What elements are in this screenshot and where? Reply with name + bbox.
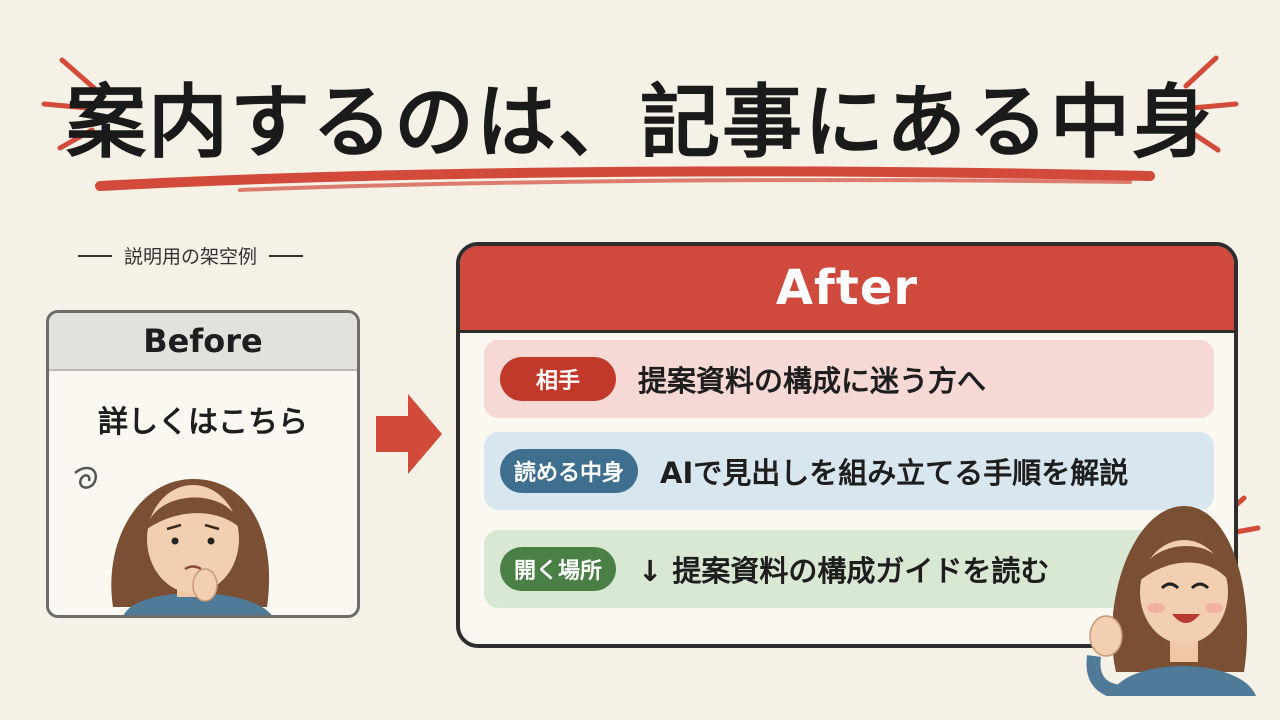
after-label: After: [460, 246, 1234, 333]
tag-content: 読める中身: [500, 449, 639, 493]
happy-woman-icon: [1086, 506, 1256, 696]
list-item-target: 相手 提案資料の構成に迷う方へ: [484, 340, 1214, 418]
before-link-text: 詳しくはこちら: [98, 405, 308, 440]
list-item-location: 開く場所 ↓ 提案資料の構成ガイドを読む: [484, 530, 1214, 608]
row-text-location[interactable]: ↓ 提案資料の構成ガイドを読む: [638, 554, 1050, 588]
row-text-content: AIで見出しを組み立てる手順を解説: [660, 456, 1129, 490]
arrow-right-icon: [376, 394, 442, 474]
page-title: 案内するのは、記事にある中身: [66, 76, 1214, 169]
list-item-content: 読める中身 AIで見出しを組み立てる手順を解説: [484, 432, 1214, 510]
row-text-target: 提案資料の構成に迷う方へ: [638, 364, 987, 398]
tag-target: 相手: [500, 357, 616, 401]
caption-dash-right: [269, 254, 304, 257]
caption-dash-left: [78, 254, 112, 257]
confused-woman-icon: [74, 466, 272, 615]
tag-location: 開く場所: [500, 547, 617, 591]
before-label: Before: [49, 313, 357, 371]
after-card: After 相手 提案資料の構成に迷う方へ 読める中身 AIで見出しを組み立てる…: [456, 242, 1238, 648]
example-caption: 説明用の架空例: [78, 242, 304, 269]
caption-text: 説明用の架空例: [124, 246, 258, 268]
before-card: Before 詳しくはこちら: [46, 310, 360, 618]
